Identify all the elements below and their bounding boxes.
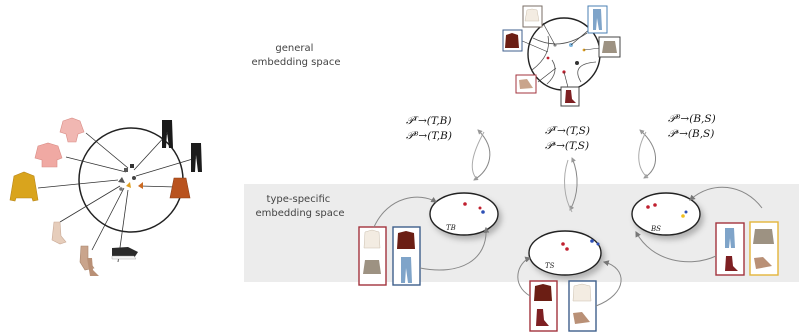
blouse-pink-icon bbox=[59, 117, 85, 143]
blouse-pink-ruffle-icon bbox=[34, 142, 63, 168]
subspace-bs: BS bbox=[631, 192, 701, 236]
general-embedding-space bbox=[502, 5, 621, 107]
general-item-cream-top-icon bbox=[522, 5, 543, 28]
type-specific-space-label: type-specific embedding space bbox=[255, 194, 344, 219]
boot-beige-icon bbox=[51, 221, 67, 245]
jeans-black-1-icon bbox=[162, 120, 173, 148]
projection-left: 𝒫ᵀ→(T,B) 𝒫ᴮ→(T,B) bbox=[406, 115, 455, 142]
general-item-boot-icon bbox=[560, 86, 580, 107]
sweater-yellow-icon bbox=[9, 171, 39, 202]
projection-right: 𝒫ᴮ→(B,S) 𝒫ˢ→(B,S) bbox=[668, 113, 719, 140]
projection-middle: 𝒫ᵀ→(T,S) 𝒫ˢ→(T,S) bbox=[545, 125, 593, 152]
left-embedding-illustration bbox=[9, 117, 202, 276]
subspace-tb: TB bbox=[429, 192, 499, 236]
bs-outfit-red bbox=[715, 222, 745, 276]
tb-outfit-red bbox=[358, 226, 387, 286]
general-space-label: general embedding space bbox=[251, 43, 340, 68]
sneakers-icon bbox=[111, 247, 138, 260]
general-item-skirt-icon bbox=[598, 36, 621, 58]
general-item-jeans-icon bbox=[587, 5, 608, 34]
projection-arrow-left bbox=[473, 129, 491, 181]
heels-tan-icon bbox=[79, 245, 99, 276]
skirt-rust-icon bbox=[169, 177, 191, 199]
subspace-tb-label: TB bbox=[446, 224, 456, 232]
subspace-ts: TS bbox=[528, 230, 602, 276]
bs-outfit-yellow bbox=[749, 221, 779, 276]
projection-arrow-middle bbox=[569, 157, 578, 211]
jeans-black-2-icon bbox=[191, 143, 202, 172]
ts-outfit-blue bbox=[568, 280, 597, 332]
subspace-bs-label: BS bbox=[650, 225, 661, 233]
general-item-sweater-icon bbox=[502, 29, 523, 52]
ts-outfit-red bbox=[529, 280, 558, 332]
general-item-wedge-icon bbox=[515, 74, 537, 94]
left-embedding-circle bbox=[78, 127, 184, 233]
tb-outfit-blue bbox=[392, 226, 421, 286]
projection-arrow-right bbox=[639, 129, 656, 179]
subspace-ts-label: TS bbox=[545, 262, 555, 270]
